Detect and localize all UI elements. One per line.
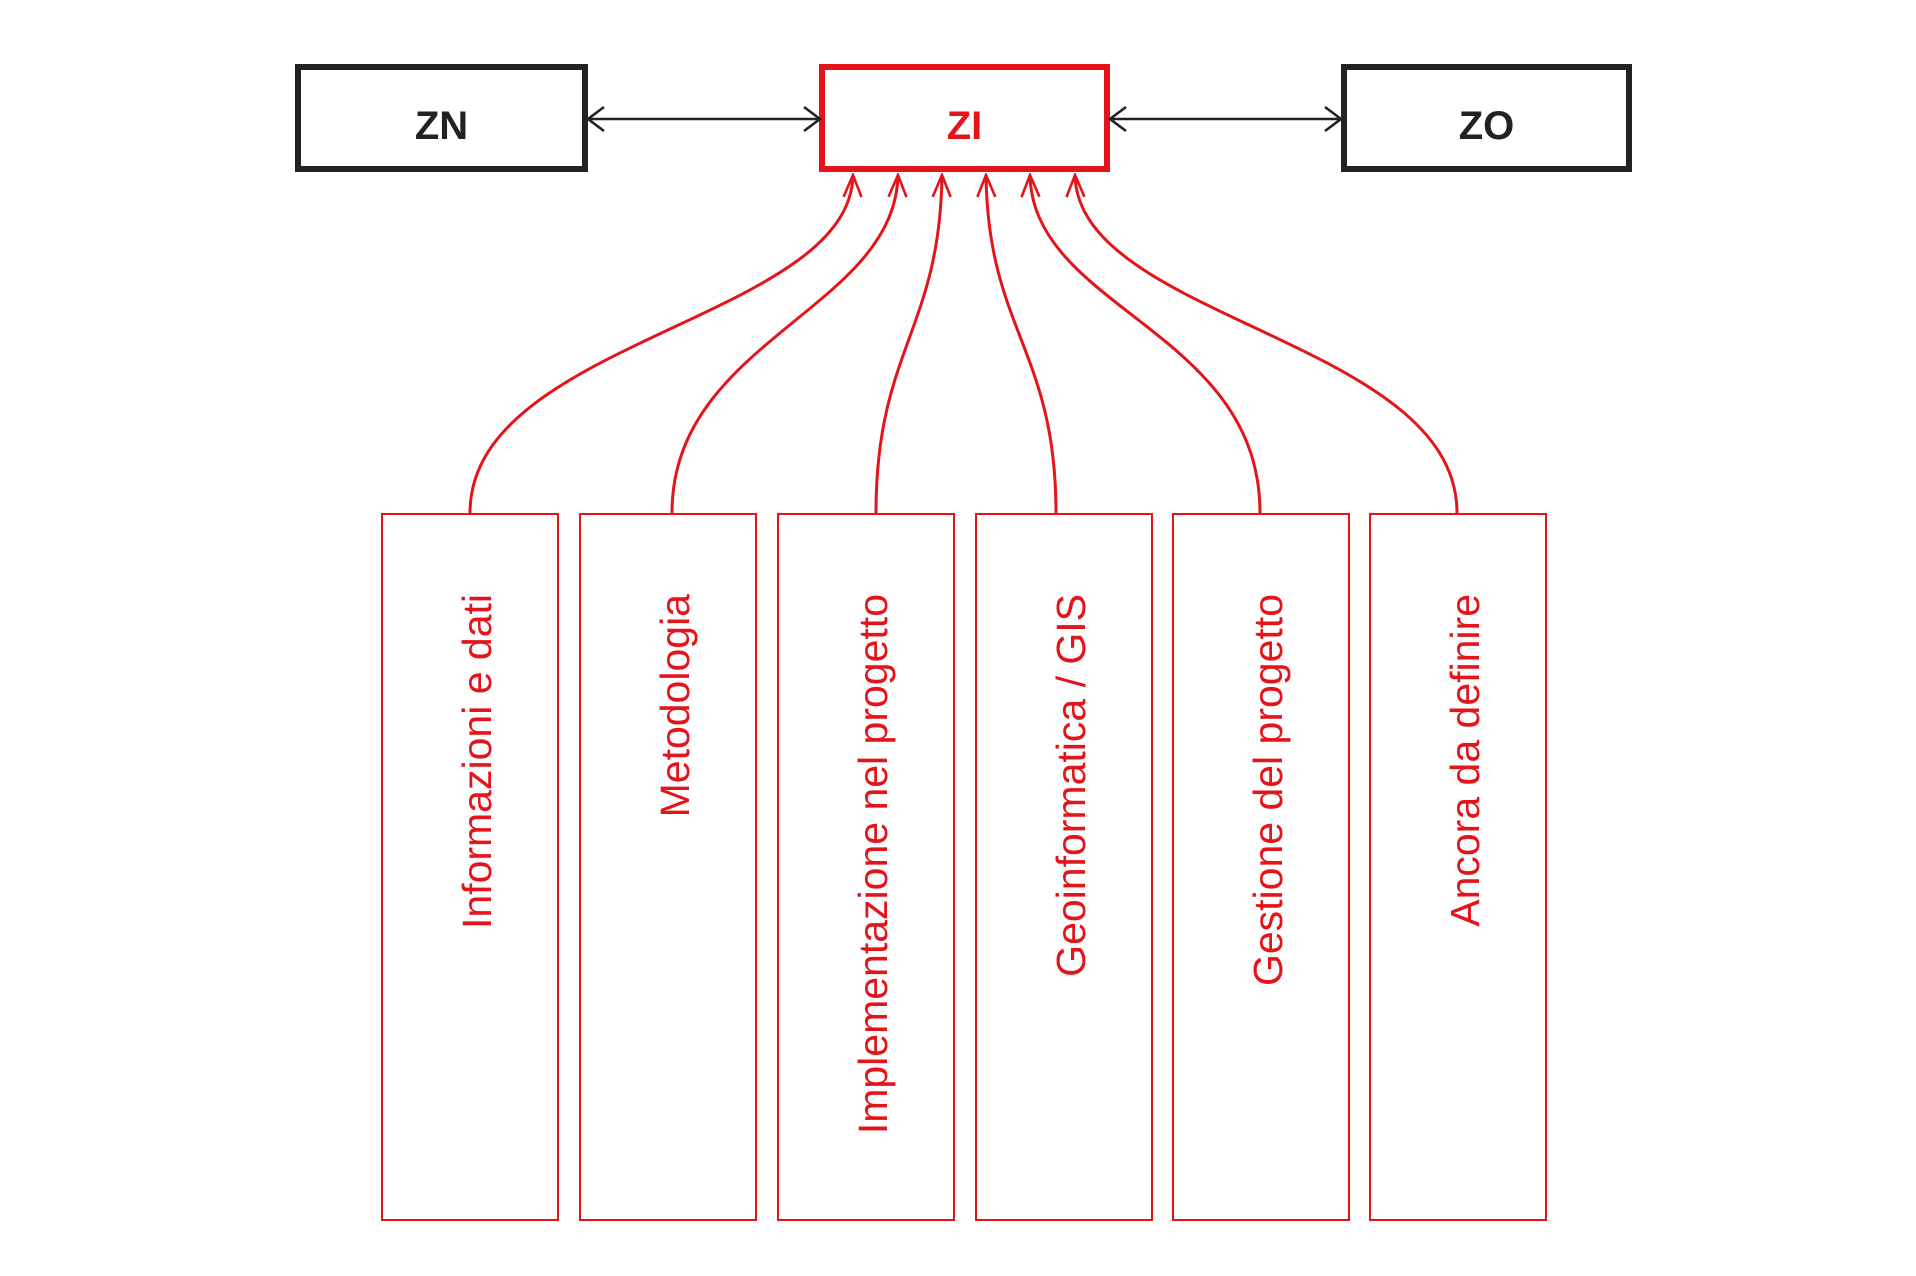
node-zi-label: ZI — [947, 104, 983, 148]
column-2-box — [579, 513, 757, 1221]
arrow-column-1 — [468, 175, 853, 514]
column-arrows — [468, 175, 1459, 514]
column-2: Metodologia — [579, 513, 757, 1221]
column-2-label: Metodologia — [652, 594, 698, 818]
arrow-column-2 — [670, 175, 898, 514]
column-4-label: Geoinformatica / GIS — [1048, 594, 1094, 977]
arrow-column-6 — [1075, 175, 1459, 514]
column-3-box — [777, 513, 955, 1221]
column-1: Informazioni e dati — [381, 513, 559, 1221]
arrow-column-5 — [1030, 175, 1262, 514]
column-6-label: Ancora da definire — [1442, 594, 1488, 927]
column-1-box — [381, 513, 559, 1221]
column-5: Gestione del progetto — [1172, 513, 1350, 1221]
arrow-column-4 — [986, 175, 1058, 514]
node-zo: ZO — [1341, 64, 1632, 172]
column-6: Ancora da definire — [1369, 513, 1547, 1221]
node-zn-box — [295, 64, 588, 172]
column-5-label: Gestione del progetto — [1245, 594, 1291, 986]
column-6-box — [1369, 513, 1547, 1221]
column-1-label: Informazioni e dati — [454, 594, 500, 929]
node-zo-label: ZO — [1459, 104, 1515, 148]
column-4: Geoinformatica / GIS — [975, 513, 1153, 1221]
column-3: Implementazione nel progetto — [777, 513, 955, 1221]
column-4-box — [975, 513, 1153, 1221]
node-zi: ZI — [819, 64, 1110, 172]
node-zn: ZN — [295, 64, 588, 172]
node-zo-box — [1341, 64, 1632, 172]
column-3-label: Implementazione nel progetto — [850, 594, 896, 1134]
arrow-column-3 — [874, 175, 942, 514]
node-zn-label: ZN — [415, 104, 468, 148]
column-5-box — [1172, 513, 1350, 1221]
node-zi-box — [819, 64, 1110, 172]
